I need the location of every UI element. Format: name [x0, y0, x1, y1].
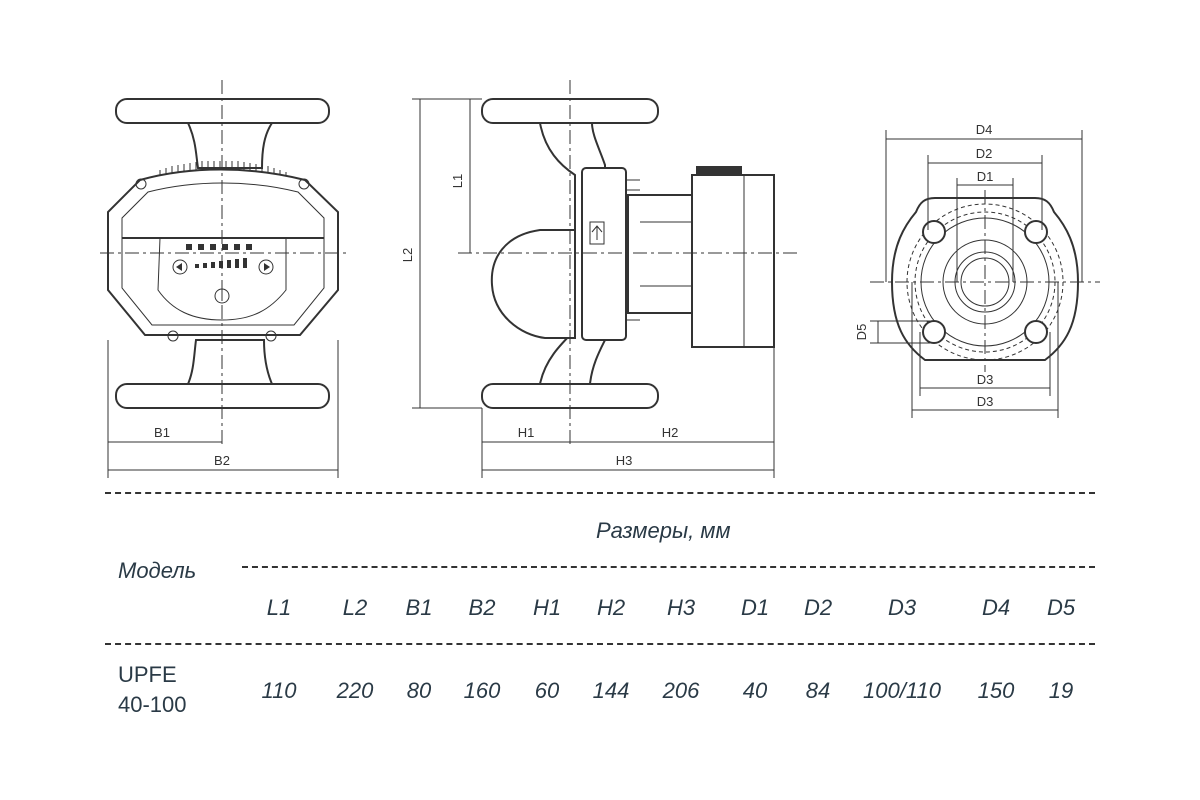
table-caption: Размеры, мм [596, 518, 731, 543]
table-cell: 110 [261, 678, 297, 703]
column-header: B1 [405, 595, 433, 620]
table-cell: 150 [977, 678, 1015, 703]
dim-label: B1 [154, 425, 170, 440]
dim-label: L2 [400, 248, 415, 262]
dim-label: D3 [977, 372, 994, 387]
column-header: D3 [887, 595, 917, 620]
column-header: L1 [266, 595, 292, 620]
table-cell: 19 [1048, 678, 1074, 703]
dim-label: H1 [518, 425, 535, 440]
dim-label: D4 [976, 122, 993, 137]
column-header: D5 [1046, 595, 1076, 620]
column-header: D1 [740, 595, 770, 620]
table-cell: 220 [336, 678, 374, 703]
column-header: D2 [803, 595, 833, 620]
flange-view [870, 130, 1100, 418]
dim-label: H3 [616, 453, 633, 468]
table-cell: 40 [742, 678, 768, 703]
column-header: H1 [532, 595, 562, 620]
separator [105, 492, 1095, 494]
column-header: B2 [468, 595, 496, 620]
dim-label: B2 [214, 453, 230, 468]
column-header: H2 [596, 595, 626, 620]
model-name-line: UPFE [118, 662, 177, 687]
separator [105, 643, 1095, 645]
pump-front-view [100, 80, 346, 478]
column-header: D4 [981, 595, 1011, 620]
dim-label: H2 [662, 425, 679, 440]
pump-side-view [412, 80, 798, 478]
table-cell: 100/110 [863, 678, 941, 703]
table-cell: 80 [406, 678, 432, 703]
dim-label: L1 [450, 174, 465, 188]
column-header: L2 [342, 595, 368, 620]
dim-label: D3 [977, 394, 994, 409]
separator [242, 566, 1095, 568]
table-cell: 206 [662, 678, 700, 703]
dim-label: D1 [977, 169, 994, 184]
dim-label: D5 [854, 324, 869, 341]
model-name-line: 40-100 [118, 692, 187, 717]
dim-label: D2 [976, 146, 993, 161]
model-header: Модель [118, 558, 197, 583]
table-cell: 144 [592, 678, 630, 703]
table-cell: 60 [534, 678, 560, 703]
model-name: UPFE 40-100 [118, 660, 187, 720]
table-cell: 84 [805, 678, 831, 703]
technical-drawing: B1 B2 [100, 80, 1100, 478]
table-cell: 160 [463, 678, 501, 703]
column-header: H3 [666, 595, 696, 620]
